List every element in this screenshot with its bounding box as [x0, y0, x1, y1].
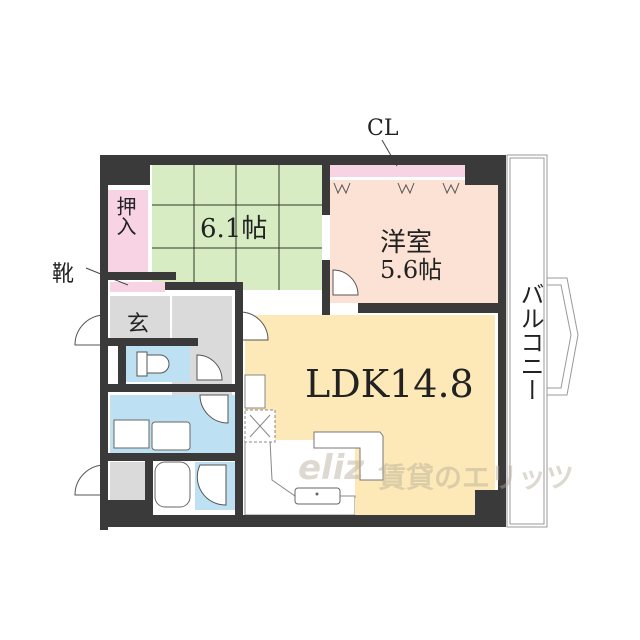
genkan-entrance [110, 296, 170, 338]
watermark-logo: eliz [298, 448, 365, 488]
shoe-box-label: 靴 [52, 262, 75, 287]
wall-corner-tl [100, 155, 150, 185]
wall-wash-bottom [108, 453, 243, 461]
wall-toilet-left [118, 338, 126, 388]
wall-washitsu-yoshitsu-low [322, 260, 330, 315]
wall-bottom [100, 515, 505, 527]
wall-corner-tr [465, 155, 505, 185]
wall-top-left [100, 155, 330, 165]
wall-bath-left [145, 453, 153, 523]
washitsu-label: 6.1帖 [200, 214, 268, 244]
wall-top-right [322, 155, 505, 165]
wall-washitsu-yoshitsu [322, 155, 330, 215]
wall-hall-top [165, 282, 243, 290]
shoe-box [110, 282, 165, 292]
wall-shoe [108, 272, 176, 280]
door-swings [74, 269, 359, 506]
tatami-grid [152, 165, 322, 290]
wall-entry-corner [108, 500, 153, 518]
wall-left [100, 155, 108, 530]
oshiire-label: 押入 [113, 196, 137, 236]
wall-toilet-bottom [108, 384, 238, 392]
yoshitsu-name-label: 洋室 [380, 228, 433, 258]
washitsu-tatami-room [152, 165, 322, 290]
genkan-label: 玄 [127, 312, 150, 337]
cl-closet [330, 165, 465, 177]
oshiire-closet [108, 190, 148, 272]
balcony-label: バルコニー [516, 282, 544, 402]
wall-hall-right [235, 290, 243, 525]
wall-genkan-bottom [108, 338, 198, 346]
entry-storage [110, 462, 145, 507]
wall-right [498, 155, 506, 527]
yoshitsu-size-label: 5.6帖 [380, 256, 443, 284]
wall-yoshitsu-ldk [358, 303, 506, 313]
closet-cl-label: CL [367, 116, 399, 141]
ldk-label: LDK14.8 [305, 362, 474, 406]
closet-door-marks [333, 182, 460, 195]
watermark-text: 賃貸のエリッツ [378, 461, 575, 494]
yoshitsu-western-room [330, 180, 498, 303]
balcony-outline [506, 154, 579, 528]
